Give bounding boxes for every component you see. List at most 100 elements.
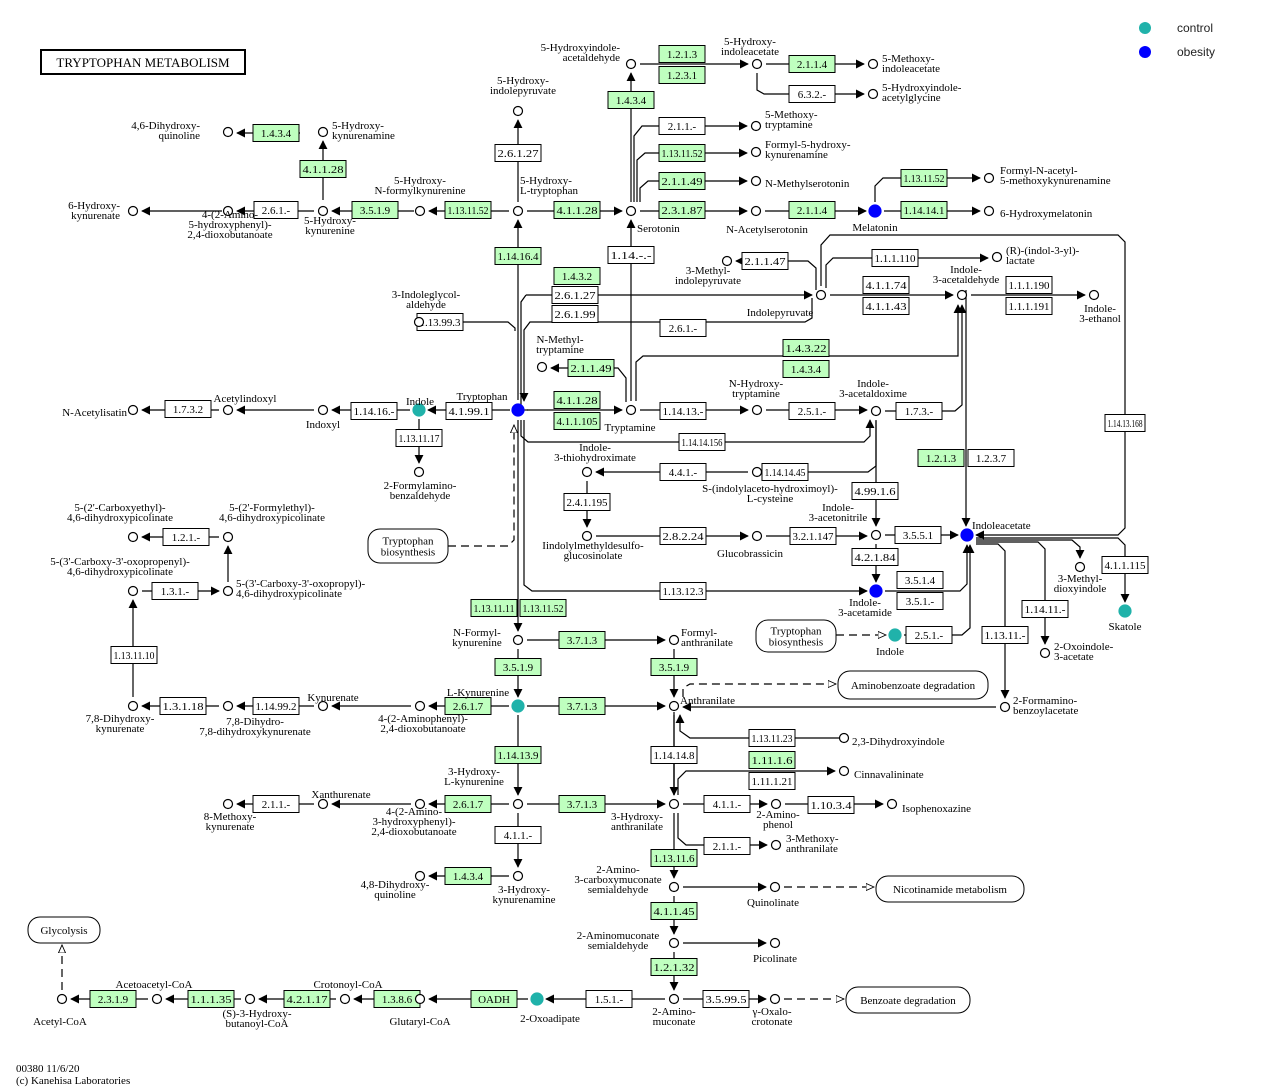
compound-node[interactable]: Indole-3-acetamide [838,584,892,619]
compound-circle[interactable] [512,634,524,646]
enzyme-box[interactable]: 2.6.1.27 [494,144,542,162]
compound-circle[interactable] [867,88,879,100]
compound-circle[interactable] [339,993,351,1005]
compound-circle[interactable] [512,798,524,810]
enzyme-box[interactable]: 1.1.1.35 [187,990,235,1008]
compound-circle[interactable] [536,361,548,373]
enzyme-box[interactable]: 6.3.2.- [788,85,836,103]
enzyme-box[interactable]: 2.1.1.47 [741,252,789,270]
compound-circle[interactable] [983,205,995,217]
compound-circle[interactable] [1039,647,1051,659]
compound-circle[interactable] [751,58,763,70]
compound-circle[interactable] [888,628,902,642]
compound-node[interactable]: L-Kynurenine [447,687,525,713]
compound-node[interactable]: N-Methylserotonin [750,175,850,191]
enzyme-box[interactable]: 1.4.3.4 [607,91,655,109]
compound-node[interactable]: Indole-3-acetaldoxime [839,378,907,417]
compound-node[interactable]: 3-Methoxy-anthranilate [770,833,839,855]
compound-node[interactable]: 5-(3'-Carboxy-3'-oxopropenyl)-4,6-dihydr… [50,556,190,597]
compound-circle[interactable] [750,146,762,158]
compound-node[interactable]: 5-Hydroxy-kynurenamine [317,120,396,142]
compound-node[interactable]: 3-Methyl-indolepyruvate [675,255,741,288]
enzyme-box[interactable]: 2.3.1.87 [658,201,706,219]
compound-node[interactable]: Formyl-anthranilate [668,627,734,649]
compound-node[interactable]: 4-(2-Aminophenyl)-2,4-dioxobutanoate [378,700,468,736]
compound-node[interactable]: 5-Methoxy-indoleacetate [867,53,941,75]
enzyme-box[interactable]: 4.1.1.105 [553,412,601,430]
enzyme-box[interactable]: 2.5.1.- [905,626,953,644]
compound-circle[interactable] [750,120,762,132]
enzyme-box[interactable]: 1.2.1.3 [658,45,706,63]
compound-circle[interactable] [668,634,680,646]
enzyme-box[interactable]: 1.2.1.32 [650,958,698,976]
enzyme-box[interactable]: 1.13.11.17 [395,429,443,447]
enzyme-box[interactable]: 4.4.1.- [659,463,707,481]
compound-circle[interactable] [244,993,256,1005]
compound-circle[interactable] [511,699,525,713]
compound-node[interactable]: Anthranilate [668,695,736,712]
enzyme-box[interactable]: 2.8.2.24 [659,527,707,545]
compound-node[interactable]: Tryptamine [605,404,656,435]
enzyme-box[interactable]: 3.5.1.- [896,592,944,610]
enzyme-box[interactable]: 1.14.11.- [1021,600,1069,618]
enzyme-box[interactable]: 1.11.1.21 [748,772,796,790]
compound-circle[interactable] [668,937,680,949]
compound-circle[interactable] [870,529,882,541]
compound-node[interactable]: 3-Hydroxy-L-kynurenine [444,766,524,810]
enzyme-box[interactable]: 1.7.3.- [895,402,943,420]
compound-node[interactable]: 5-Hydroxy-L-tryptophan [512,175,579,217]
compound-circle[interactable] [886,798,898,810]
compound-node[interactable]: 3-Methyl-dioxyindole [1054,561,1107,596]
enzyme-box[interactable]: 1.1.1.190 [1005,276,1053,294]
compound-node[interactable]: Glucobrassicin [717,530,783,561]
pathway-map-link[interactable]: Benzoate degradation [845,986,971,1014]
compound-circle[interactable] [222,404,234,416]
compound-node[interactable]: Indolepyruvate [747,289,827,320]
compound-circle[interactable] [414,870,426,882]
enzyme-box[interactable]: 1.13.11.52 [658,144,706,162]
compound-node[interactable]: Indole-3-thiohydroximate [554,442,636,478]
compound-node[interactable]: Serotonin [625,205,681,236]
compound-node[interactable]: Acetyl-CoA [33,993,87,1029]
enzyme-box[interactable]: 3.5.1.9 [650,658,698,676]
compound-circle[interactable] [668,700,680,712]
compound-node[interactable]: N-Acetylisatin [62,404,139,420]
compound-circle[interactable] [721,255,733,267]
enzyme-box[interactable]: 4.2.1.84 [851,548,899,566]
compound-node[interactable]: Indole [876,628,904,658]
compound-circle[interactable] [317,798,329,810]
compound-circle[interactable] [413,466,425,478]
compound-node[interactable]: 5-Hydroxyindole-acetaldehyde [541,42,637,70]
enzyme-box[interactable]: 3.5.5.1 [894,526,942,544]
enzyme-box[interactable]: 4.1.1.- [494,826,542,844]
compound-circle[interactable] [317,404,329,416]
enzyme-box[interactable]: 1.14.13.- [659,402,707,420]
enzyme-box[interactable]: 2.6.1.99 [551,305,599,323]
compound-circle[interactable] [222,126,234,138]
compound-node[interactable]: 7,8-Dihydro-7,8-dihydroxykynurenate [199,700,311,739]
compound-node[interactable]: Indole-3-acetaldehyde [933,264,1000,301]
compound-node[interactable]: 5-Methoxy-tryptamine [750,109,818,132]
compound-node[interactable]: Acetylindoxyl [214,393,277,416]
compound-node[interactable]: 3-Hydroxy-anthranilate [611,798,680,834]
enzyme-box[interactable]: 1.13.11.52 [444,201,492,219]
enzyme-box[interactable]: 1.1.1.191 [1005,297,1053,315]
compound-node[interactable]: Xanthurenate [311,789,371,810]
compound-node[interactable]: Formyl-5-hydroxy-kynurenamine [750,139,851,161]
compound-node[interactable]: Indole [406,396,434,417]
enzyme-box[interactable]: 1.4.3.4 [444,867,492,885]
enzyme-box[interactable]: 1.13.11.- [981,626,1029,644]
compound-circle[interactable] [222,531,234,543]
compound-circle[interactable] [868,204,882,218]
compound-circle[interactable] [317,205,329,217]
compound-circle[interactable] [581,530,593,542]
enzyme-box[interactable]: 1.13.11.11 [470,599,518,617]
enzyme-box[interactable]: 2.1.1.- [658,117,706,135]
compound-circle[interactable] [414,700,426,712]
compound-node[interactable]: Acetoacetyl-CoA [116,979,193,1005]
enzyme-box[interactable]: 1.2.3.1 [658,66,706,84]
compound-circle[interactable] [317,126,329,138]
